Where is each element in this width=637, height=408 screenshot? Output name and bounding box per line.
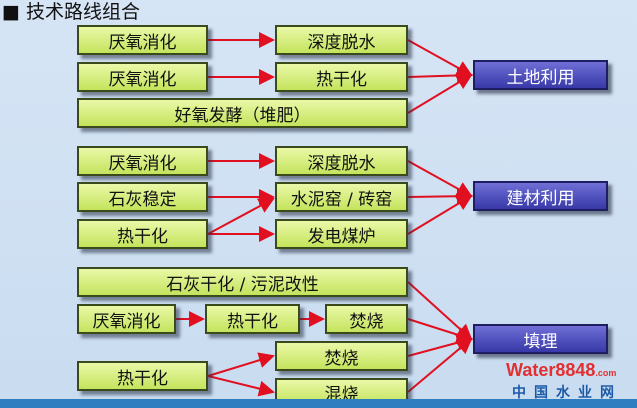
process-box: 石灰干化 / 污泥改性 (77, 267, 408, 297)
arrow (407, 337, 473, 393)
process-box: 发电煤炉 (275, 219, 408, 249)
arrow (407, 318, 473, 343)
arrow (207, 352, 275, 377)
process-box: 厌氧消化 (77, 62, 208, 92)
process-box: 厌氧消化 (77, 146, 208, 176)
arrow (407, 39, 473, 76)
process-box: 深度脱水 (275, 146, 408, 176)
arrow (407, 160, 473, 197)
arrow (407, 194, 473, 235)
process-box: 深度脱水 (275, 25, 408, 55)
process-box: 热干化 (77, 361, 208, 391)
arrow (407, 67, 473, 84)
bottom-strip (0, 399, 637, 408)
process-box: 好氧发酵（堆肥） (77, 98, 408, 128)
target-box-landfill: 填理 (473, 324, 608, 354)
target-box-land-use: 土地利用 (473, 60, 608, 90)
arrow (407, 188, 473, 205)
watermark-cn: 中国水业网 (512, 385, 622, 401)
process-box: 焚烧 (325, 304, 408, 334)
watermark-logo: Water8848.com (506, 360, 616, 381)
target-box-building-material: 建材利用 (473, 181, 608, 211)
slide-title: ■ 技术路线组合 (2, 1, 140, 23)
process-box: 石灰稳定 (77, 182, 208, 212)
process-box: 焚烧 (275, 341, 408, 371)
process-box: 厌氧消化 (77, 25, 208, 55)
process-box: 热干化 (205, 304, 300, 334)
arrow (407, 281, 473, 341)
arrow (207, 198, 275, 235)
process-box: 厌氧消化 (77, 304, 176, 334)
watermark-domain: .com (595, 368, 617, 378)
process-box: 水泥窑 / 砖窑 (275, 182, 408, 212)
arrow (207, 375, 275, 397)
process-box: 热干化 (275, 62, 408, 92)
watermark-brand: Water8848 (506, 360, 596, 380)
process-box: 热干化 (77, 219, 208, 249)
arrow (407, 73, 473, 114)
